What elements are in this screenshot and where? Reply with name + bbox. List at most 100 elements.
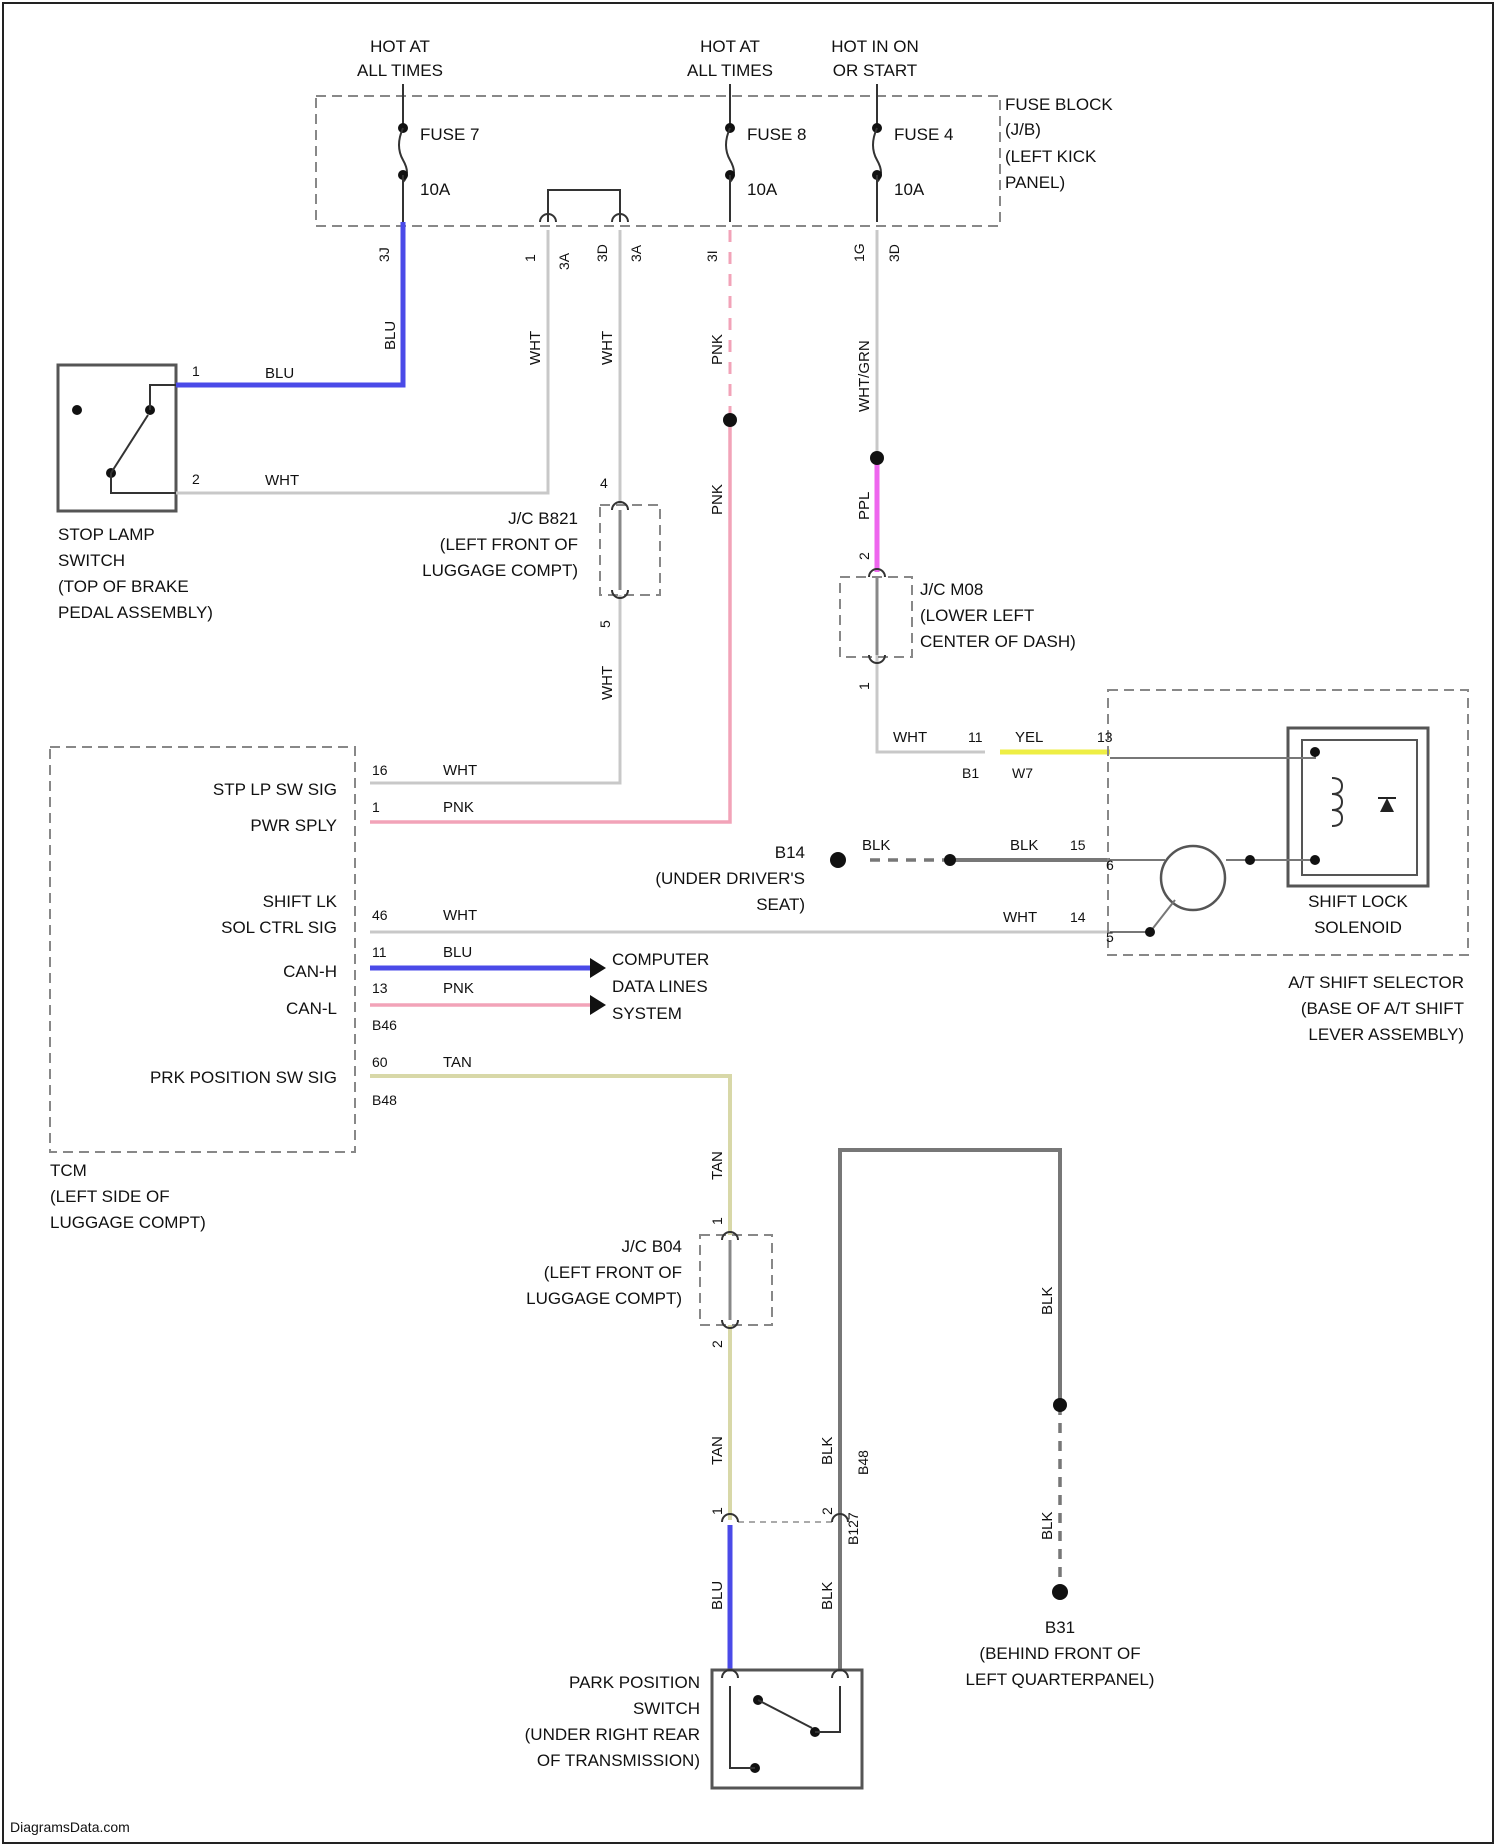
wires-middle: BLK BLK WHT WHT YEL B14 (UNDER DRIVER'S …: [370, 729, 1110, 932]
fuse-block-label-4: PANEL): [1005, 173, 1065, 192]
tcm-wire-tan: TAN: [443, 1054, 472, 1071]
tcm-pin-label-shift-2: SOL CTRL SIG: [221, 918, 337, 937]
ppsw-conn-b127: B127: [845, 1512, 861, 1545]
jc-b821-label-3: LUGGAGE COMPT): [422, 561, 578, 580]
fuse-8-terminal-top: [725, 123, 735, 133]
shift-internal-wire-a: [1110, 752, 1315, 758]
shift-conn-w7: W7: [1012, 765, 1033, 781]
ppsw-label-2: SWITCH: [633, 1699, 700, 1718]
fuse-8: FUSE 8 10A: [725, 84, 807, 222]
hot-label-3a: HOT IN ON: [831, 37, 919, 56]
data-lines-label-1: COMPUTER: [612, 950, 709, 969]
jc-b821-label-1: J/C B821: [508, 509, 578, 528]
stop-lamp-lead-1: [150, 385, 176, 410]
wire-wht-stp-lp: [370, 595, 620, 783]
fuse-block-jumper: [548, 190, 620, 222]
shift-pin-14: 14: [1070, 909, 1086, 925]
jc-b04: 1 2 J/C B04 (LEFT FRONT OF LUGGAGE COMPT…: [526, 1217, 772, 1348]
jc-b04-label-1: J/C B04: [622, 1237, 682, 1256]
jc-m08-label-3: CENTER OF DASH): [920, 632, 1076, 651]
tcm-wire-pnk-1: PNK: [443, 799, 474, 816]
jc-b821-outline: [600, 505, 660, 595]
ppsw-lead-r: [815, 1686, 840, 1732]
fuse-block-outline: [316, 96, 1000, 226]
wire-label-yel: YEL: [1015, 729, 1043, 746]
shift-pin-11: 11: [968, 729, 983, 745]
jc-b04-label-2: (LEFT FRONT OF: [544, 1263, 682, 1282]
shift-node-2: [1310, 855, 1320, 865]
wire-label-wht-2: WHT: [527, 331, 544, 365]
jc-b04-label-3: LUGGAGE COMPT): [526, 1289, 682, 1308]
wire-label-blu-1: BLU: [265, 365, 294, 382]
ground-b14-name: B14: [775, 843, 805, 862]
ppsw-label-3: (UNDER RIGHT REAR: [525, 1725, 700, 1744]
wire-label-blu-2: BLU: [382, 321, 399, 350]
shift-selector-label-2: (BASE OF A/T SHIFT: [1301, 999, 1464, 1018]
shift-internal-wire-c: [1110, 900, 1175, 932]
ground-b31-name: B31: [1045, 1618, 1075, 1637]
jc-m08: 2 1 J/C M08 (LOWER LEFT CENTER OF DASH): [840, 552, 1076, 690]
fuse-pin-4: 3D: [594, 244, 610, 262]
jc-m08-label-1: J/C M08: [920, 580, 983, 599]
stop-lamp-switch-body: [58, 365, 176, 511]
splice-pnk: [723, 413, 737, 427]
solenoid-coil-icon: [1332, 778, 1342, 826]
can-h-arrow-icon: [590, 958, 606, 978]
splice-blk-ground: [1053, 1398, 1067, 1412]
shift-node-4: [1145, 927, 1155, 937]
shift-selector-label-1: A/T SHIFT SELECTOR: [1288, 973, 1464, 992]
shift-lock-solenoid-label-1: SHIFT LOCK: [1308, 892, 1408, 911]
fuse-4-terminal-top: [872, 123, 882, 133]
fuse-pin-5: 3A: [628, 244, 644, 262]
fuse-pin-3: 3A: [556, 252, 572, 270]
tcm-pin-label-pwr: PWR SPLY: [250, 816, 337, 835]
fuse-pin-2: 1: [522, 254, 538, 262]
jc-b821-pin-top: 4: [600, 475, 608, 491]
tcm-pin-16: 16: [372, 762, 388, 778]
tcm-pin-1: 1: [372, 799, 380, 815]
ground-b31-label-1: (BEHIND FRONT OF: [979, 1644, 1140, 1663]
shift-node-3: [1245, 855, 1255, 865]
fuse-pin-7: 1G: [851, 243, 867, 262]
solenoid-diode-icon: [1380, 798, 1394, 812]
stop-lamp-contact-a: [72, 405, 82, 415]
can-l-arrow-icon: [590, 995, 606, 1015]
wire-label-ppl: PPL: [856, 492, 873, 520]
wire-label-blk-2: BLK: [1010, 837, 1038, 854]
tcm-pin-label-canl: CAN-L: [286, 999, 337, 1018]
ppsw-lead-l: [730, 1686, 755, 1768]
fuse-7-rating: 10A: [420, 180, 451, 199]
shift-selector-label-3: LEVER ASSEMBLY): [1308, 1025, 1464, 1044]
shift-node-1: [1310, 747, 1320, 757]
tcm-wire-wht-2: WHT: [443, 907, 477, 924]
footer-watermark: DiagramsData.com: [10, 1819, 130, 1835]
hot-label-2b: ALL TIMES: [687, 61, 773, 80]
wire-label-pnk-1: PNK: [709, 334, 726, 365]
wire-label-blk-ppsw-2: BLK: [819, 1582, 836, 1610]
stop-lamp-label-3: (TOP OF BRAKE: [58, 577, 189, 596]
ppsw-label-4: OF TRANSMISSION): [537, 1751, 700, 1770]
fuse-8-name: FUSE 8: [747, 125, 807, 144]
stop-lamp-pin-2: 2: [192, 471, 200, 487]
wire-label-blk-ground-1: BLK: [1039, 1287, 1056, 1315]
wire-label-pnk-2: PNK: [709, 484, 726, 515]
fuse-7-name: FUSE 7: [420, 125, 480, 144]
splice-blk: [944, 854, 956, 866]
tcm-pin-11: 11: [372, 944, 387, 960]
shift-pin-15: 15: [1070, 837, 1086, 853]
shift-pin-5: 5: [1106, 929, 1114, 945]
wire-label-wht-sel: WHT: [893, 729, 927, 746]
ppsw-pin-r: 2: [819, 1507, 835, 1515]
jc-b04-outline: [700, 1235, 772, 1325]
ppsw-pin-l: 1: [709, 1507, 725, 1515]
stop-lamp-pin-1: 1: [192, 363, 200, 379]
ground-b14-icon: [830, 852, 846, 868]
power-labels: HOT AT ALL TIMES HOT AT ALL TIMES HOT IN…: [357, 37, 919, 80]
fuse-4: FUSE 4 10A: [872, 84, 954, 222]
stop-lamp-label-4: PEDAL ASSEMBLY): [58, 603, 213, 622]
shift-lock-solenoid-body: [1288, 728, 1428, 886]
tcm-outline: [50, 747, 355, 1152]
shift-pin-13: 13: [1097, 729, 1113, 745]
jc-b821-pin-bot: 5: [597, 620, 613, 628]
shift-pin-6: 6: [1106, 857, 1114, 873]
